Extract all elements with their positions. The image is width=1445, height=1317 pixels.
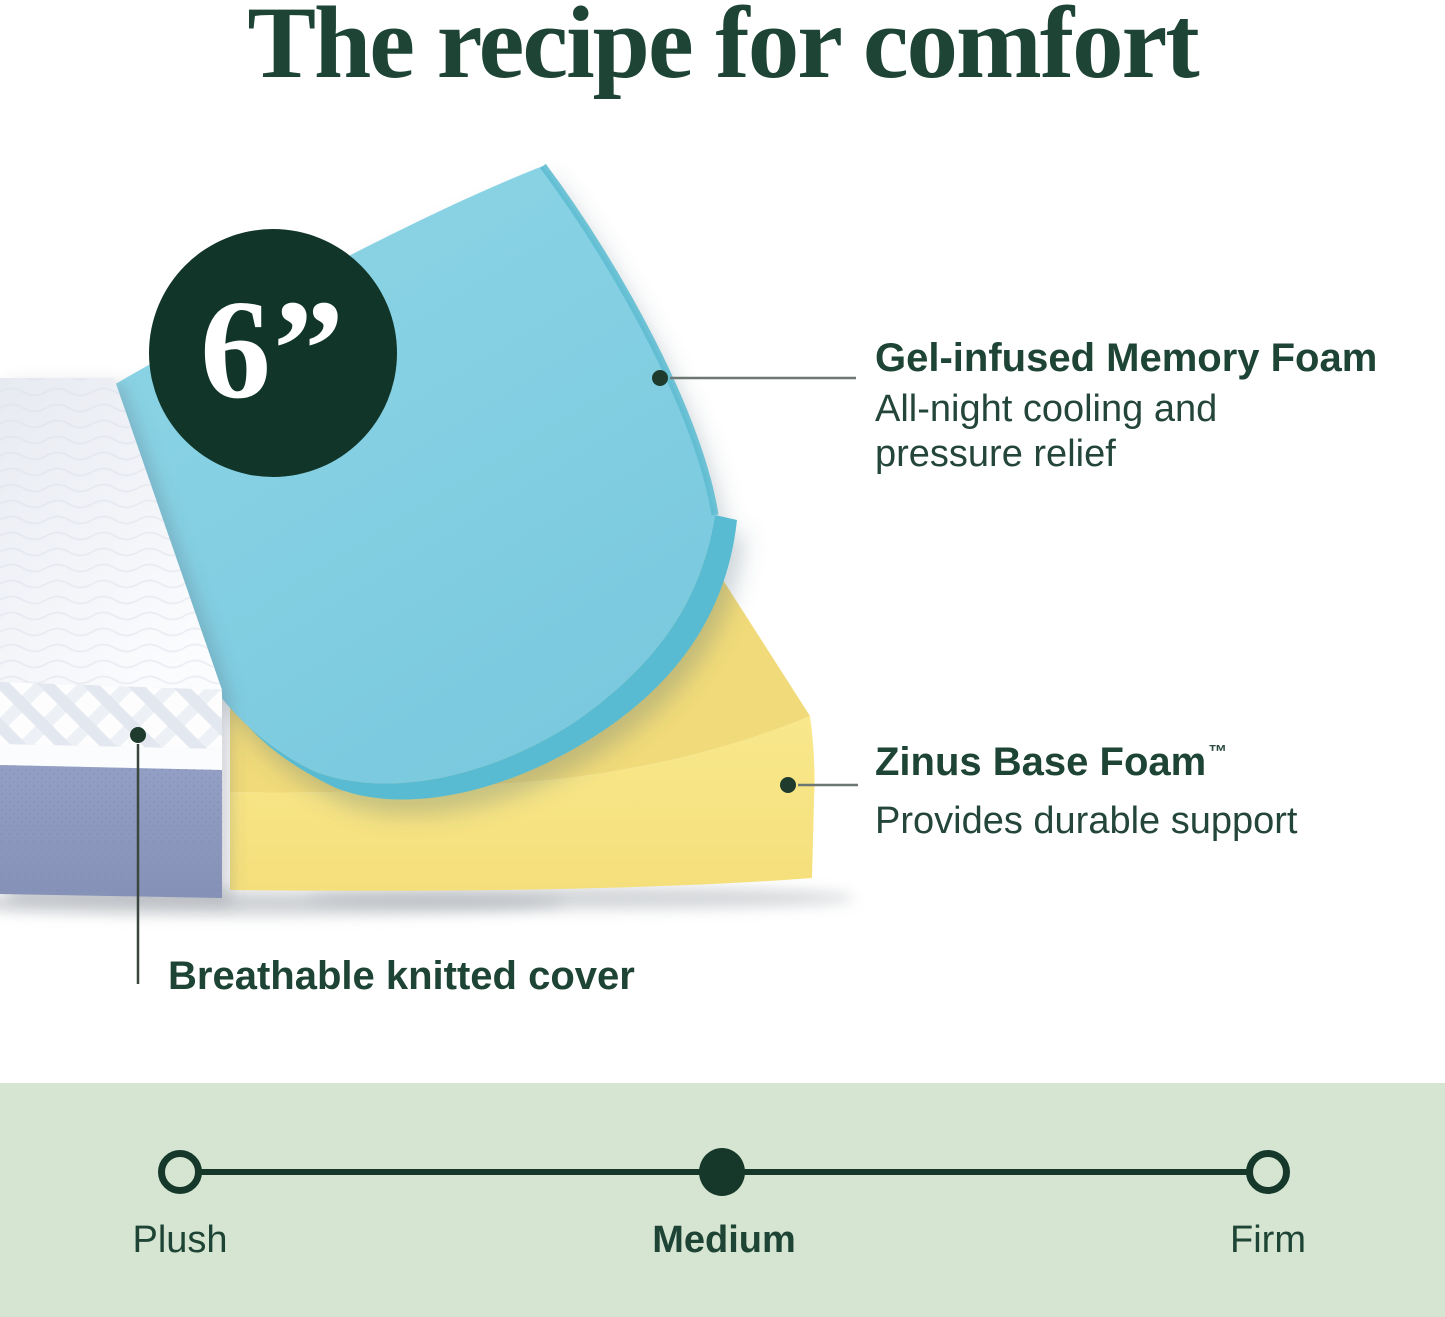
ground-shadow xyxy=(0,887,855,915)
firmness-label-medium: Medium xyxy=(652,1219,796,1261)
covered-mattress xyxy=(0,378,222,898)
callout-knitted-cover: Breathable knitted cover xyxy=(168,952,788,1000)
mattress-illustration xyxy=(0,163,858,984)
thickness-badge-label: 6” xyxy=(200,270,346,428)
knitted-cover-callout-dot xyxy=(130,727,146,743)
base-foam-callout-dot xyxy=(780,777,796,793)
firmness-scale: Plush Medium Firm xyxy=(0,1083,1445,1317)
trademark-symbol: ™ xyxy=(1208,742,1228,763)
callout-gel-foam: Gel-infused Memory Foam All-night coolin… xyxy=(875,334,1415,477)
page-title: The recipe for comfort xyxy=(247,0,1199,100)
firmness-label-firm: Firm xyxy=(1230,1219,1306,1261)
firmness-endpoint-firm-marker xyxy=(1246,1150,1290,1194)
callout-gel-foam-description: All-night cooling and pressure relief xyxy=(875,388,1218,475)
firmness-label-plush: Plush xyxy=(132,1219,228,1261)
callout-knitted-cover-title: Breathable knitted cover xyxy=(168,954,635,998)
knit-side-panel xyxy=(0,682,222,749)
callout-gel-foam-title: Gel-infused Memory Foam xyxy=(875,336,1378,380)
thickness-badge: 6” xyxy=(149,229,397,477)
firmness-endpoint-plush-marker xyxy=(158,1150,202,1194)
gel-foam-callout-dot xyxy=(652,370,668,386)
firmness-selected-marker xyxy=(699,1148,745,1196)
cover-piping xyxy=(0,744,222,770)
callout-leaders xyxy=(130,370,858,984)
callout-base-foam-description: Provides durable support xyxy=(875,800,1298,842)
